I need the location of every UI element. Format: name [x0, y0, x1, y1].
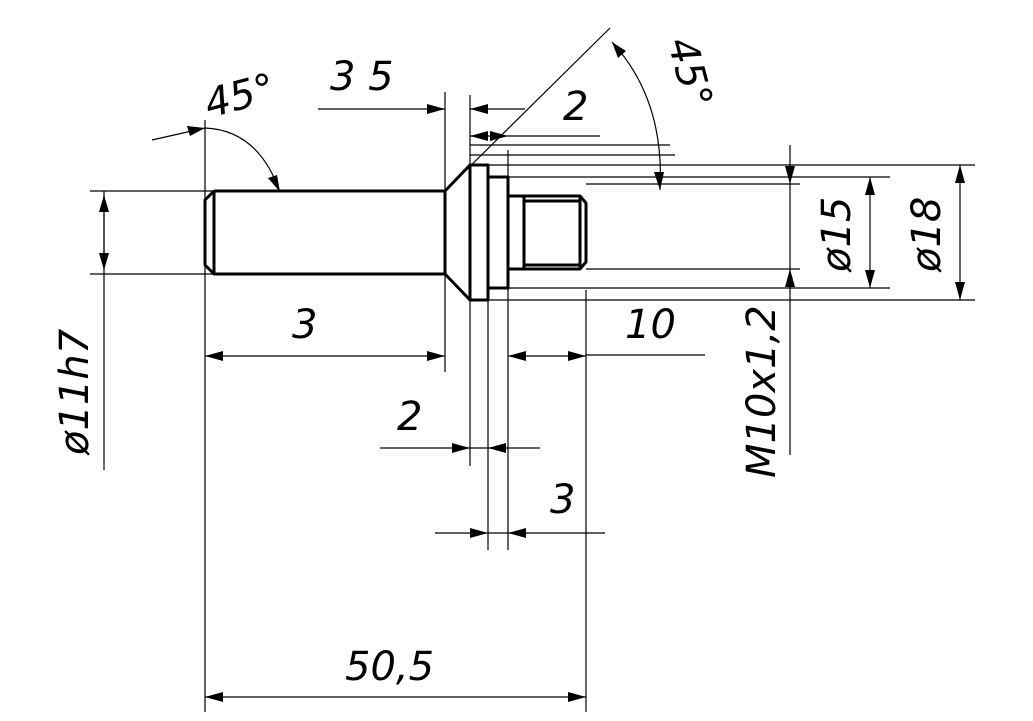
chamfer-left-angle-label: 45°: [200, 65, 280, 128]
collar-diameter-outer-label: ø18: [904, 197, 950, 273]
collar-outline: [470, 163, 510, 302]
collar-offset-label: 3: [550, 477, 575, 523]
chamfer-right-angle-label: 45°: [658, 33, 721, 113]
top-length-label: 3 5: [330, 54, 394, 100]
dimension-lines: [103, 41, 961, 698]
cone-outline: [443, 163, 472, 302]
top-small-label: 2: [563, 84, 588, 130]
thread-spec-label: M10x1,2: [739, 305, 785, 478]
collar-diameter-inner-label: ø15: [814, 197, 860, 273]
shank-outline: [203, 189, 445, 276]
extension-lines: [90, 27, 975, 712]
thread-stud-outline: [508, 194, 588, 271]
thread-length-label: 10: [625, 302, 676, 348]
part-outline: [203, 163, 588, 302]
shank-diameter-label: ø11h7: [52, 328, 98, 456]
overall-length-label: 50,5: [345, 644, 434, 690]
arrowheads: [99, 42, 965, 702]
shank-length-label: 3: [292, 302, 317, 348]
dimension-labels: 45° 45° 3 5 2 3 10 2 3 50,5 ø11h7 ø15 ø1…: [52, 33, 950, 690]
collar-width-label: 2: [397, 394, 422, 440]
